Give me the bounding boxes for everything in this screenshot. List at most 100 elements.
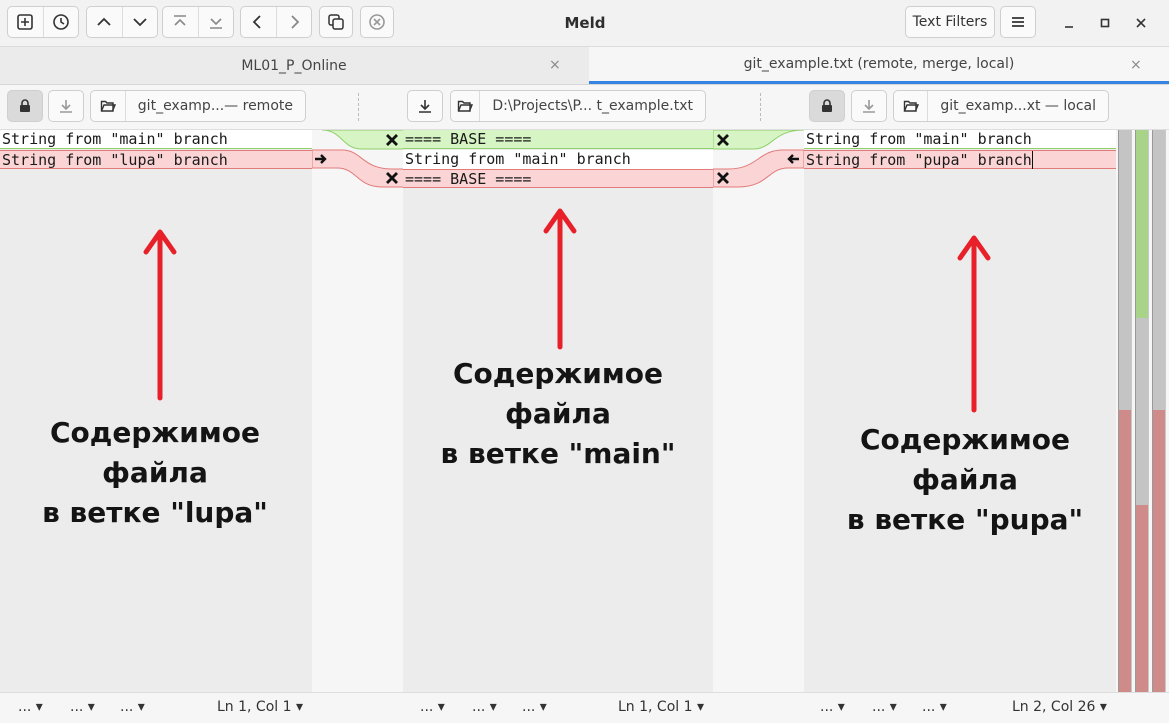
code-line-text: String from "pupa" branch xyxy=(806,151,1032,169)
right-syntax-menu[interactable]: ... ▾ xyxy=(922,699,947,715)
push-right-button[interactable] xyxy=(277,7,312,37)
clock-icon xyxy=(52,14,69,30)
minimize-button[interactable] xyxy=(1056,10,1082,36)
left-syntax-menu[interactable]: ... ▾ xyxy=(120,699,145,715)
plus-box-icon xyxy=(17,14,34,30)
next-change-button[interactable] xyxy=(123,7,158,37)
annotation-caption-right: Содержимое файла в ветке "pupa" xyxy=(846,423,1084,536)
close-window-button[interactable] xyxy=(1128,10,1154,36)
folder-open-icon xyxy=(91,91,126,121)
left-encoding-menu[interactable]: ... ▾ xyxy=(18,699,43,715)
code-line[interactable]: String from "main" branch xyxy=(0,130,312,149)
code-line[interactable]: String from "main" branch xyxy=(804,130,1116,149)
right-lock-button[interactable] xyxy=(809,90,845,122)
tab-close-icon[interactable]: × xyxy=(1130,57,1142,73)
tab-label: ML01_P_Online xyxy=(241,57,347,74)
hamburger-menu-icon xyxy=(1012,17,1024,27)
separator xyxy=(358,93,359,121)
change-nav-group xyxy=(86,6,158,38)
middle-encoding-menu[interactable]: ... ▾ xyxy=(420,699,445,715)
annotation-arrow-middle xyxy=(543,208,577,350)
go-top-icon xyxy=(174,15,187,26)
left-cursor-position[interactable]: Ln 1, Col 1 ▾ xyxy=(217,699,304,715)
right-encoding-menu[interactable]: ... ▾ xyxy=(820,699,845,715)
download-icon xyxy=(419,100,431,113)
status-bar: ... ▾ ... ▾ ... ▾ Ln 1, Col 1 ▾ ... ▾ ..… xyxy=(0,692,1169,723)
push-left-arrow-icon[interactable] xyxy=(784,150,802,168)
right-newline-menu[interactable]: ... ▾ xyxy=(872,699,897,715)
chevron-left-icon xyxy=(252,15,261,29)
header-bar: Meld Text Filters xyxy=(0,0,1169,47)
previous-conflict-button[interactable] xyxy=(163,7,199,37)
separator xyxy=(760,93,761,121)
delete-chunk-icon[interactable] xyxy=(384,132,400,148)
annotation-arrow-left xyxy=(143,229,177,401)
recent-comparisons-button[interactable] xyxy=(44,7,79,37)
folder-open-icon xyxy=(894,91,929,121)
middle-file-path: D:\Projects\P... t_example.txt xyxy=(492,98,693,114)
code-line[interactable]: ==== BASE ==== xyxy=(403,169,713,188)
right-diff-gutter xyxy=(713,130,804,188)
right-file-chooser[interactable]: git_examp...xt — local xyxy=(893,90,1109,122)
delete-chunk-icon[interactable] xyxy=(715,132,731,148)
middle-file-chooser[interactable]: D:\Projects\P... t_example.txt xyxy=(450,90,706,122)
close-icon xyxy=(1136,18,1146,28)
chevron-down-icon xyxy=(133,18,147,27)
go-bottom-icon xyxy=(209,18,222,29)
new-comparison-button[interactable] xyxy=(8,7,44,37)
minimize-icon xyxy=(1065,26,1073,28)
annotation-caption-left: Содержимое файла в ветке "lupa" xyxy=(42,416,268,529)
left-lock-button[interactable] xyxy=(7,90,43,122)
conflict-nav-group xyxy=(162,6,234,38)
copy-icon xyxy=(328,14,344,30)
folder-open-icon xyxy=(451,91,481,121)
file-bar: git_examp...— remote D:\Projects\P... t_… xyxy=(0,85,1169,130)
stop-circle-icon xyxy=(369,14,385,30)
left-save-button[interactable] xyxy=(48,90,84,122)
left-diff-gutter xyxy=(312,130,404,188)
lock-icon xyxy=(20,99,30,112)
right-cursor-position[interactable]: Ln 2, Col 26 ▾ xyxy=(1012,699,1107,715)
push-right-arrow-icon[interactable] xyxy=(312,150,330,168)
middle-save-button[interactable] xyxy=(407,90,443,122)
lock-icon xyxy=(822,99,832,112)
main-menu-button[interactable] xyxy=(1000,6,1036,38)
text-filters-button[interactable]: Text Filters xyxy=(905,6,995,38)
left-overview-map[interactable] xyxy=(1118,130,1132,692)
push-left-button[interactable] xyxy=(241,7,277,37)
tab-label: git_example.txt (remote, merge, local) xyxy=(743,56,1015,72)
right-pane[interactable]: String from "main" branch String from "p… xyxy=(804,130,1116,692)
left-pane[interactable]: String from "main" branch String from "l… xyxy=(0,130,312,692)
window-title: Meld xyxy=(564,14,606,32)
tab-close-icon[interactable]: × xyxy=(549,57,561,73)
code-line[interactable]: String from "pupa" branch xyxy=(804,150,1116,169)
middle-cursor-position[interactable]: Ln 1, Col 1 ▾ xyxy=(618,699,705,715)
middle-overview-map[interactable] xyxy=(1135,130,1149,692)
delete-chunk-icon[interactable] xyxy=(715,170,731,186)
download-icon xyxy=(863,100,875,113)
middle-syntax-menu[interactable]: ... ▾ xyxy=(522,699,547,715)
maximize-icon xyxy=(1100,18,1110,28)
delete-chunk-icon[interactable] xyxy=(384,170,400,186)
middle-newline-menu[interactable]: ... ▾ xyxy=(472,699,497,715)
previous-change-button[interactable] xyxy=(87,7,123,37)
code-line[interactable]: String from "main" branch xyxy=(403,150,713,169)
maximize-button[interactable] xyxy=(1092,10,1118,36)
download-icon xyxy=(60,100,72,113)
tab-git-example[interactable]: git_example.txt (remote, merge, local) xyxy=(589,47,1169,84)
code-line[interactable]: ==== BASE ==== xyxy=(403,130,713,149)
left-file-chooser[interactable]: git_examp...— remote xyxy=(90,90,306,122)
left-newline-menu[interactable]: ... ▾ xyxy=(70,699,95,715)
stop-button[interactable] xyxy=(360,6,394,38)
left-file-path: git_examp...— remote xyxy=(137,98,293,114)
copy-button[interactable] xyxy=(319,6,353,38)
annotation-caption-middle: Содержимое файла в ветке "main" xyxy=(440,357,676,470)
next-conflict-button[interactable] xyxy=(199,7,234,37)
new-compare-group xyxy=(7,6,79,38)
right-save-button[interactable] xyxy=(851,90,887,122)
annotation-arrow-right xyxy=(957,235,991,413)
right-overview-map[interactable] xyxy=(1152,130,1166,692)
push-pull-group xyxy=(240,6,312,38)
code-line[interactable]: String from "lupa" branch xyxy=(0,150,312,169)
tab-ml01-p-online[interactable]: ML01_P_Online xyxy=(0,47,588,84)
